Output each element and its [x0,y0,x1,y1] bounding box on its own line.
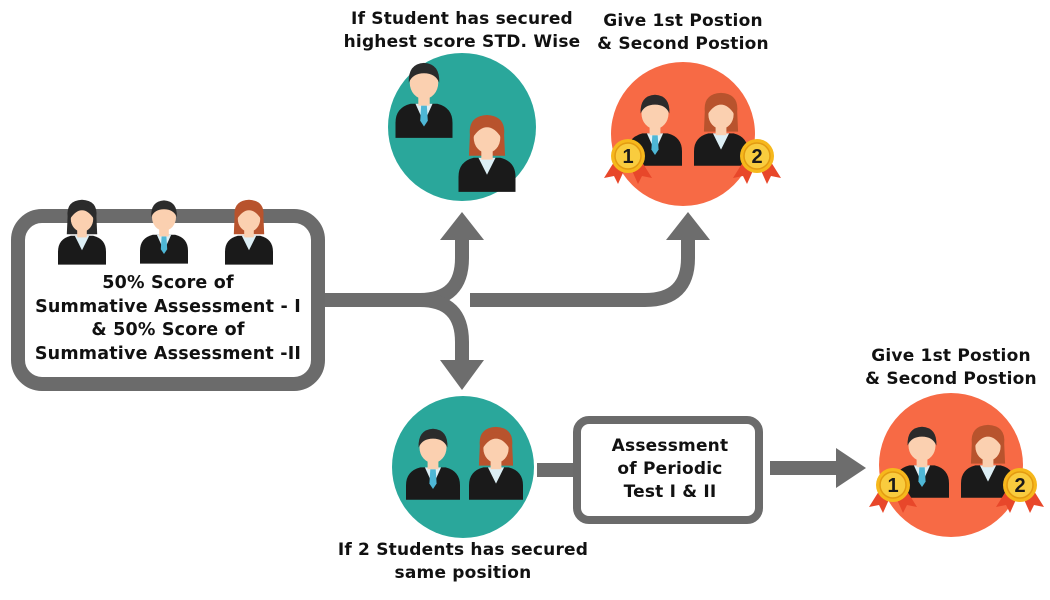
medal-icon: 2 [732,138,782,185]
bottom-result-circle [879,393,1023,537]
svg-text:1: 1 [622,146,633,168]
arrow-to-top-result [470,238,695,307]
arrow-to-bottom-condition [419,293,469,362]
arrow-icon [836,448,866,488]
bottom-result-label: Give 1st Postion & Second Postion [865,346,1037,389]
bottom-condition-label: If 2 Students has secured same position [337,540,589,583]
medal-icon: 1 [868,467,918,514]
top-result-label: Give 1st Postion & Second Postion [597,11,769,54]
svg-text:2: 2 [1014,475,1025,497]
periodic-test-box [573,416,763,524]
medal-icon: 1 [603,138,653,185]
student-group-icon [58,199,273,265]
connector-arrows [318,238,838,477]
svg-text:1: 1 [887,475,898,497]
arrow-icon [440,360,484,390]
bottom-condition-circle [392,396,534,538]
top-condition-label: If Student has secured highest score STD… [343,9,581,52]
medal-icon: 2 [995,467,1045,514]
arrow-to-top-condition [318,238,469,307]
arrow-icon [440,212,484,240]
periodic-test-label: Assessment of Periodic Test I & II [611,436,729,502]
arrow-icon [666,212,710,240]
svg-text:2: 2 [751,146,762,168]
start-box-text: 50% Score of Summative Assessment - I & … [34,273,302,364]
